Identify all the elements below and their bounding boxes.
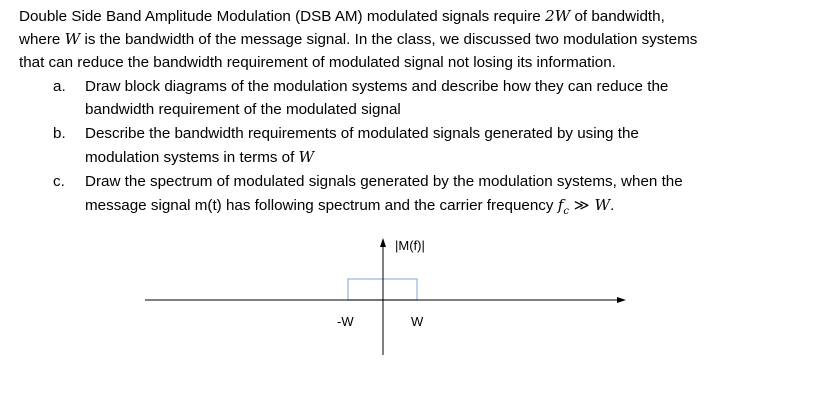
list-marker: b. [53,125,66,142]
item-a-line-2: bandwidth requirement of the modulated s… [85,100,401,119]
list-marker: c. [53,173,65,190]
carrier-f-math: f [557,196,564,214]
intro-text: that can reduce the bandwidth requiremen… [19,54,616,71]
intro-text: where [19,31,65,48]
list-item-text: Describe the bandwidth requirements of m… [85,125,639,142]
much-greater-math: ≫ [568,196,595,214]
magnitude-label: |M(f)| [395,238,425,253]
carrier-subscript-math: c [563,206,569,218]
list-item-text: modulation systems in terms of [85,149,299,166]
item-b-marker: b. [53,124,66,143]
item-a-marker: a. [53,77,66,96]
list-item-text: Draw block diagrams of the modulation sy… [85,78,669,95]
w-math: W [594,196,611,214]
intro-line-2: where W is the bandwidth of the message … [19,30,697,49]
intro-text: Double Side Band Amplitude Modulation (D… [19,8,545,25]
magnitude-axis-arrowhead [380,238,386,247]
list-item-text: Draw the spectrum of modulated signals g… [85,173,683,190]
frequency-axis-arrowhead [617,297,626,303]
period: . [610,197,615,214]
item-b-line-2: modulation systems in terms of W [85,148,314,167]
intro-text: of bandwidth, [570,8,665,25]
intro-line-3: that can reduce the bandwidth requiremen… [19,53,616,72]
item-a-line-1: Draw block diagrams of the modulation sy… [85,77,668,96]
tick-label-neg-w: -W [337,314,354,329]
item-c-line-2: message signal m(t) has following spectr… [85,196,614,221]
bandwidth-2w-math: 2W [544,7,571,25]
w-math: W [298,148,315,166]
intro-text: is the bandwidth of the message signal. … [80,31,698,48]
item-c-line-1: Draw the spectrum of modulated signals g… [85,172,683,191]
w-math: W [64,30,81,48]
item-c-marker: c. [53,172,65,191]
list-marker: a. [53,78,66,95]
item-b-line-1: Describe the bandwidth requirements of m… [85,124,639,143]
list-item-text: bandwidth requirement of the modulated s… [85,101,401,118]
tick-label-w: W [411,314,424,329]
intro-line-1: Double Side Band Amplitude Modulation (D… [19,7,665,26]
list-item-text: message signal m(t) has following spectr… [85,197,558,214]
